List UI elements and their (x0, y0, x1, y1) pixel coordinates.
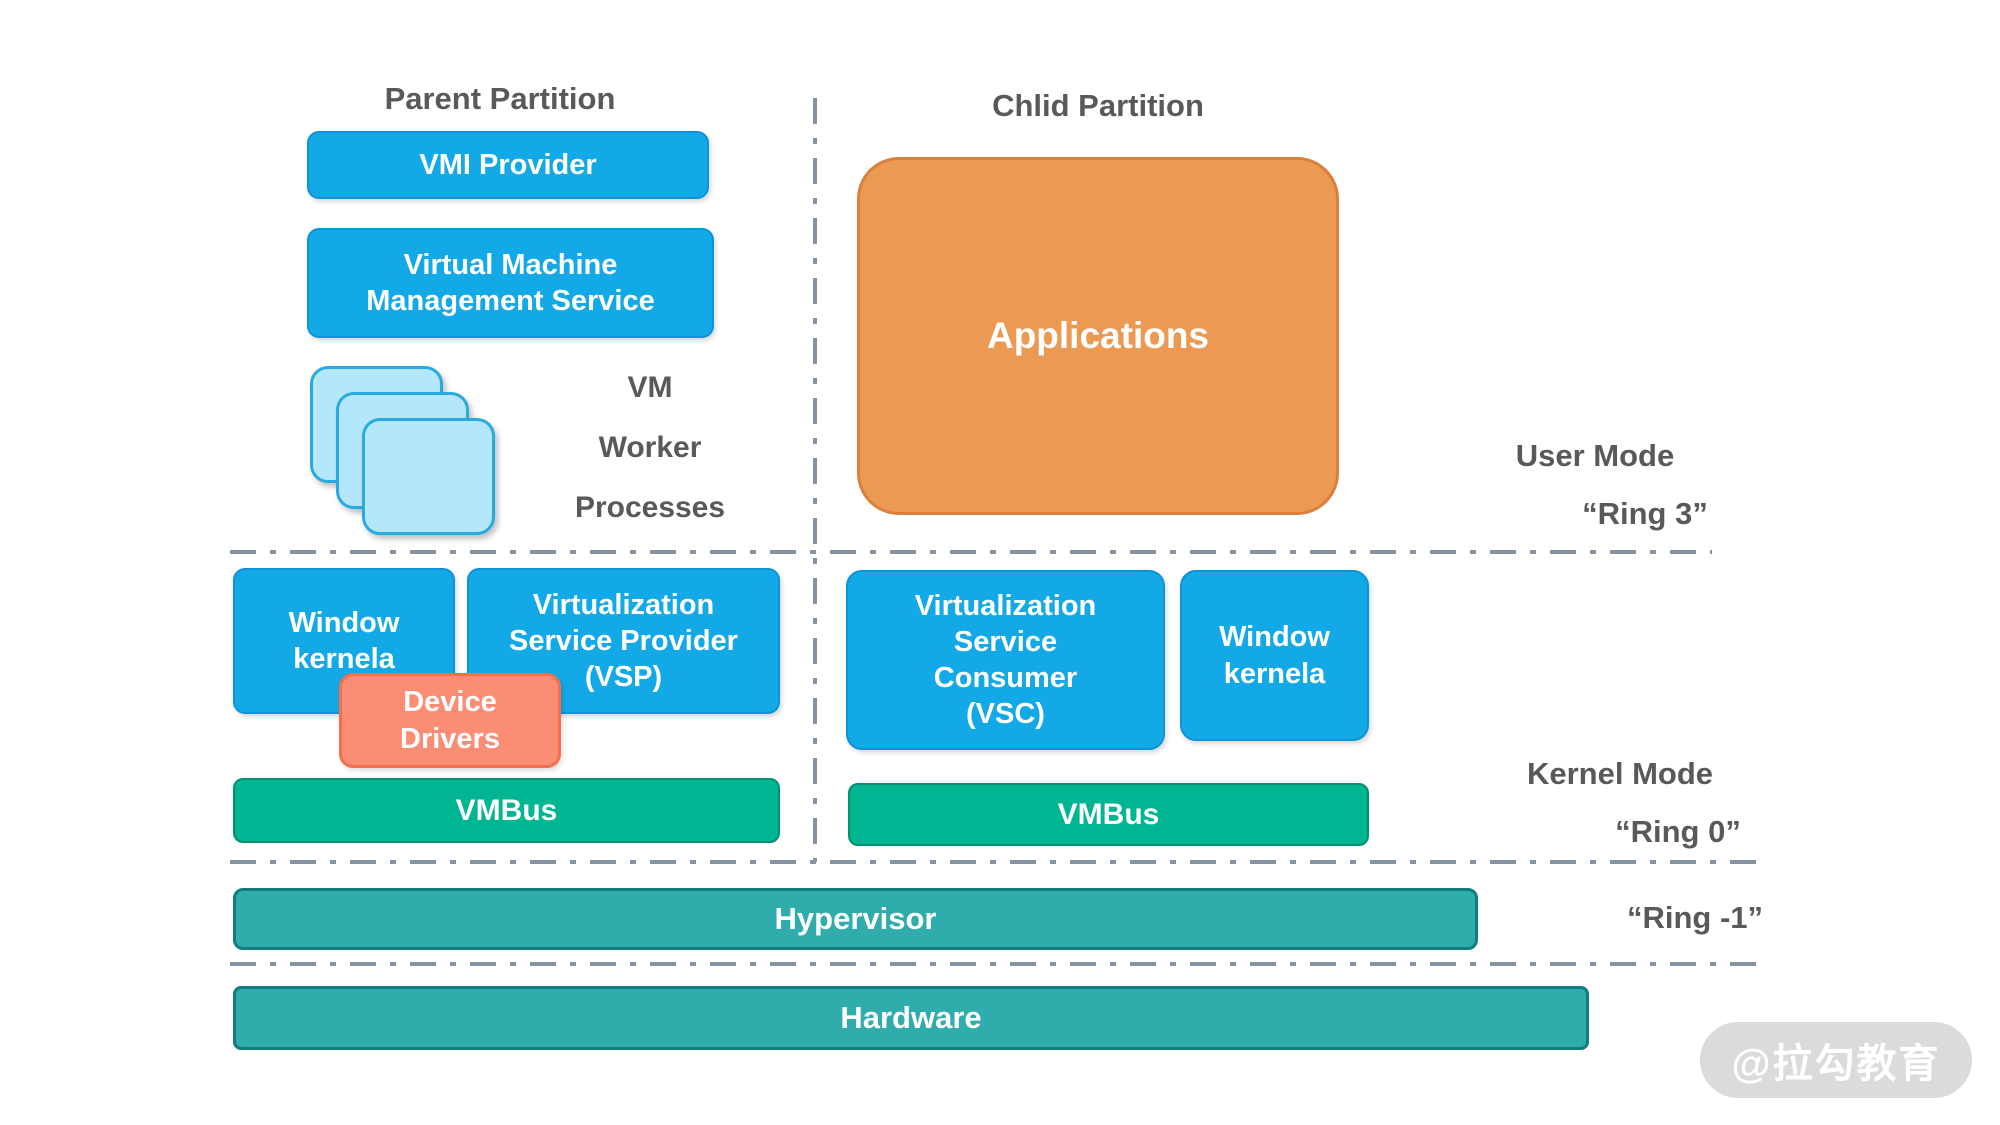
child-partition-label: Chlid Partition (992, 88, 1204, 123)
vm-worker-line-1: VM (627, 371, 673, 404)
parent-partition-label: Parent Partition (384, 81, 616, 116)
user-mode-label: User Mode (1515, 438, 1675, 473)
partition-divider-line (813, 98, 817, 862)
vm-worker-processes-label: VM Worker Processes (545, 358, 755, 538)
window-kernela-right-box: Window kernela (1180, 570, 1369, 741)
device-drivers-box: Device Drivers (339, 673, 561, 768)
kernel-mode-label: Kernel Mode (1526, 756, 1714, 791)
kernel-hypervisor-divider-line (230, 860, 1768, 864)
hypervisor-bar: Hypervisor (233, 888, 1478, 950)
vsc-box: Virtualization Service Consumer (VSC) (846, 570, 1165, 750)
ring0-label: “Ring 0” (1615, 814, 1741, 849)
vmi-provider-box: VMI Provider (307, 131, 709, 199)
watermark-badge: @拉勾教育 (1700, 1022, 1972, 1098)
vm-worker-line-3: Processes (574, 491, 726, 524)
vmbus-right-bar: VMBus (848, 783, 1369, 846)
ring-minus1-label: “Ring -1” (1626, 900, 1764, 935)
vmbus-left-bar: VMBus (233, 778, 780, 843)
applications-box: Applications (857, 157, 1339, 515)
vm-worker-line-2: Worker (598, 431, 702, 464)
vm-process-square-front (362, 418, 495, 535)
ring3-label: “Ring 3” (1582, 496, 1708, 531)
user-kernel-divider-line (230, 550, 1712, 554)
hypervisor-hardware-divider-line (230, 962, 1768, 966)
hardware-bar: Hardware (233, 986, 1589, 1050)
vm-management-service-box: Virtual Machine Management Service (307, 228, 714, 338)
